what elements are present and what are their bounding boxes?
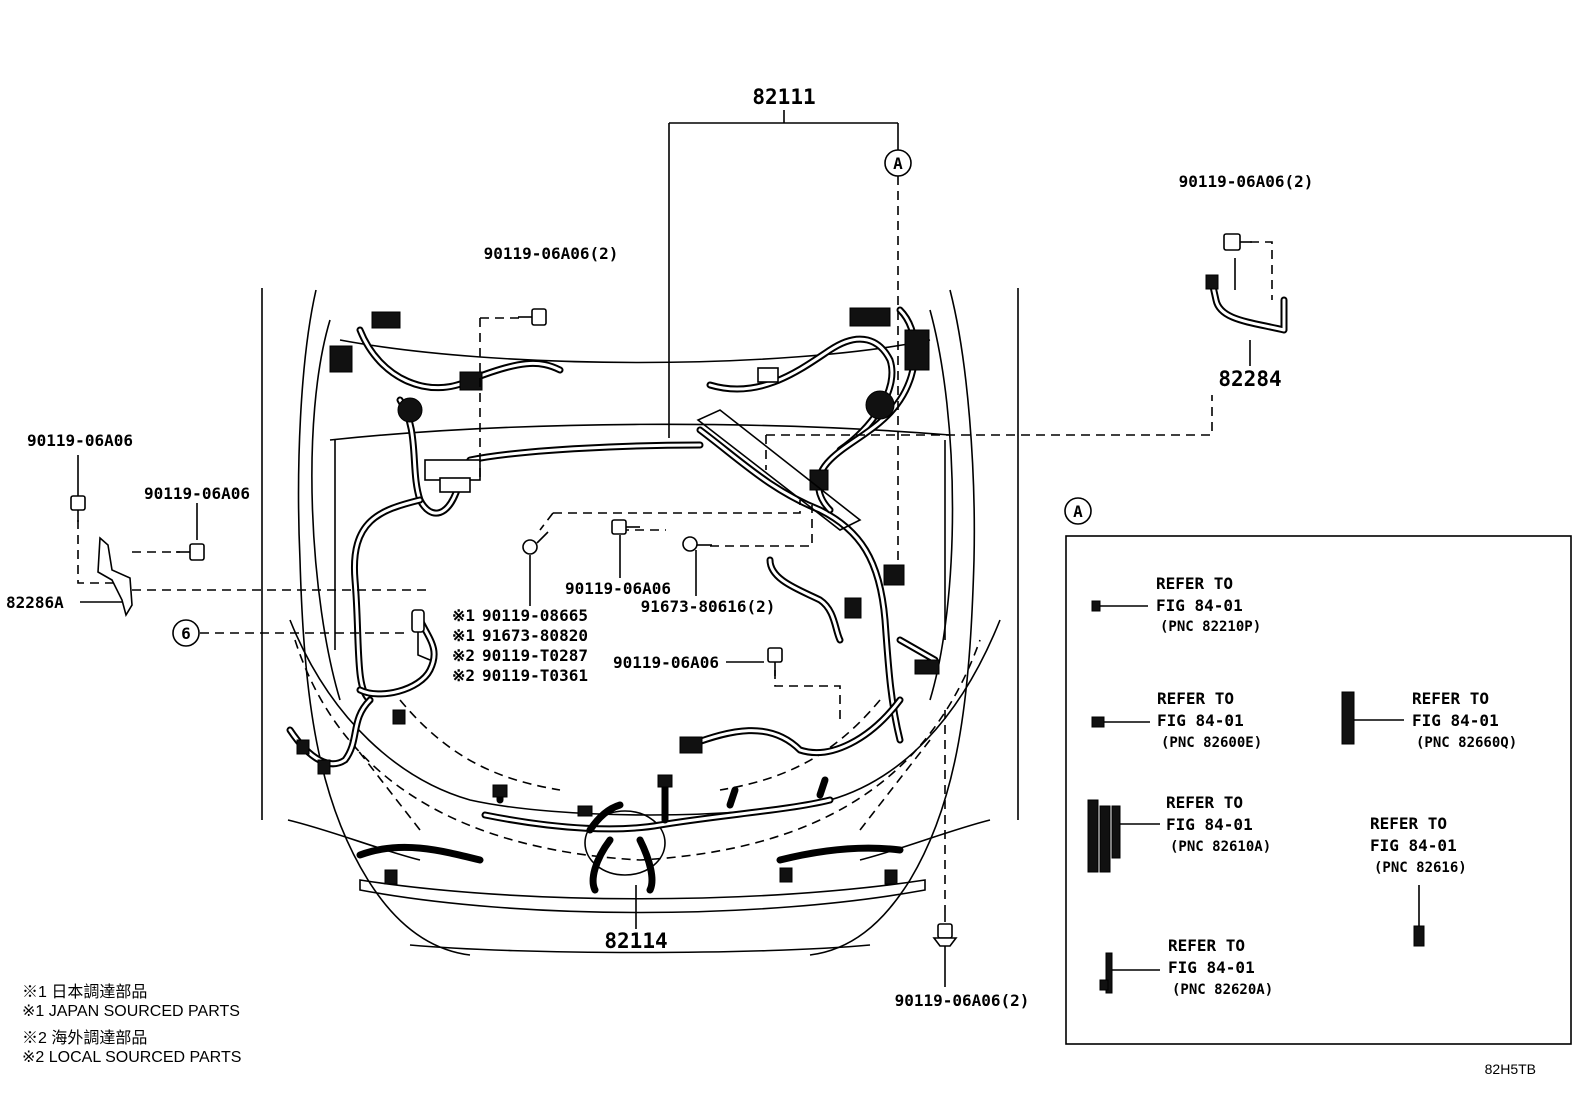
callout-a-top: A [884,149,912,177]
footnote-local-en: ※2 LOCAL SOURCED PARTS [22,1049,242,1066]
detail-ref-82616: REFER TO FIG 84-01 (PNC 82616) [1370,814,1467,947]
svg-text:REFER TO: REFER TO [1166,793,1243,812]
alt-mark: ※1 [452,626,475,645]
bolt-center-1-icon [522,531,549,555]
svg-text:A: A [893,154,903,173]
label-bolt-left-1: 90119-06A06 [27,431,133,450]
alt-part: 90119-08665 [482,606,588,625]
svg-text:FIG 84-01: FIG 84-01 [1370,836,1457,855]
svg-text:REFER TO: REFER TO [1156,574,1233,593]
alt-part: 91673-80820 [482,626,588,645]
front-harness [356,774,904,894]
bolt-center-3-icon [682,536,712,552]
svg-text:(PNC 82610A): (PNC 82610A) [1170,839,1271,855]
label-bolt-center: 90119-06A06 [565,579,671,598]
detail-ref-82210p: REFER TO FIG 84-01 (PNC 82210P) [1091,574,1261,635]
label-bolt-top-right: 90119-06A06(2) [1179,172,1314,191]
fasteners [70,233,1288,947]
detail-a-label: A [1073,502,1083,521]
svg-text:6: 6 [181,624,191,643]
footnote-japan-en: ※1 JAPAN SOURCED PARTS [22,1003,240,1020]
bolt-left-2-icon [176,543,205,561]
alt-part: 90119-T0287 [482,646,588,665]
svg-text:FIG 84-01: FIG 84-01 [1156,596,1243,615]
main-harness [286,306,940,775]
bracket-left-icon [97,536,133,618]
label-bolt-left-2: 90119-06A06 [144,484,250,503]
svg-text:FIG 84-01: FIG 84-01 [1166,815,1253,834]
svg-text:(PNC 82616): (PNC 82616) [1374,860,1467,876]
svg-text:REFER TO: REFER TO [1370,814,1447,833]
detail-ref-82610a: REFER TO FIG 84-01 (PNC 82610A) [1087,793,1271,873]
bolt-top-right-icon [1223,233,1252,251]
footnote-japan-jp: ※1 日本調達部品 [22,984,148,1001]
alt-mark: ※2 [452,646,475,665]
figure-code: 82H5TB [1484,1061,1536,1077]
svg-text:FIG 84-01: FIG 84-01 [1157,711,1244,730]
svg-text:REFER TO: REFER TO [1412,689,1489,708]
svg-text:REFER TO: REFER TO [1168,936,1245,955]
bolt-lower-center-icon [767,647,783,676]
alt-mark: ※2 [452,666,475,685]
label-bolt-top-center: 90119-06A06(2) [484,244,619,263]
label-82286a: 82286A [6,593,64,612]
detail-ref-82620a: REFER TO FIG 84-01 (PNC 82620A) [1099,936,1273,998]
bolt-top-center-icon [518,308,547,326]
vehicle-body-outline [261,288,1019,956]
label-82114: 82114 [604,929,667,953]
leader-lines [77,110,1273,987]
callout-6: 6 [172,619,200,647]
detail-ref-82600e: REFER TO FIG 84-01 (PNC 82600E) [1091,689,1262,751]
svg-text:REFER TO: REFER TO [1157,689,1234,708]
bracket-right-icon [1205,274,1288,334]
svg-text:(PNC 82210P): (PNC 82210P) [1160,619,1261,635]
alt-mark: ※1 [452,606,475,625]
svg-text:FIG 84-01: FIG 84-01 [1168,958,1255,977]
label-bolt-center-2: 91673-80616(2) [641,597,776,616]
label-bolt-bottom-right: 90119-06A06(2) [895,991,1030,1010]
bolt-bottom-right-icon [932,912,958,947]
svg-text:(PNC 82620A): (PNC 82620A) [1172,982,1273,998]
svg-text:(PNC 82600E): (PNC 82600E) [1161,735,1262,751]
connector-6-icon [411,609,431,661]
bolt-center-2-icon [611,519,640,535]
alt-part: 90119-T0361 [482,666,588,685]
label-82284: 82284 [1218,367,1281,391]
label-bolt-lower-center: 90119-06A06 [613,653,719,672]
svg-text:FIG 84-01: FIG 84-01 [1412,711,1499,730]
detail-a-panel: A REFER TO FIG 84-01 (PNC 82210P) REFER … [1064,497,1572,1045]
footnote-local-jp: ※2 海外調達部品 [22,1030,148,1047]
detail-ref-82660q: REFER TO FIG 84-01 (PNC 82660Q) [1341,689,1517,751]
svg-text:(PNC 82660Q): (PNC 82660Q) [1416,735,1517,751]
label-82111: 82111 [752,85,815,109]
alternate-parts-list: ※1 90119-08665 ※1 91673-80820 ※2 90119-T… [452,606,588,685]
bolt-left-1-icon [70,495,86,522]
